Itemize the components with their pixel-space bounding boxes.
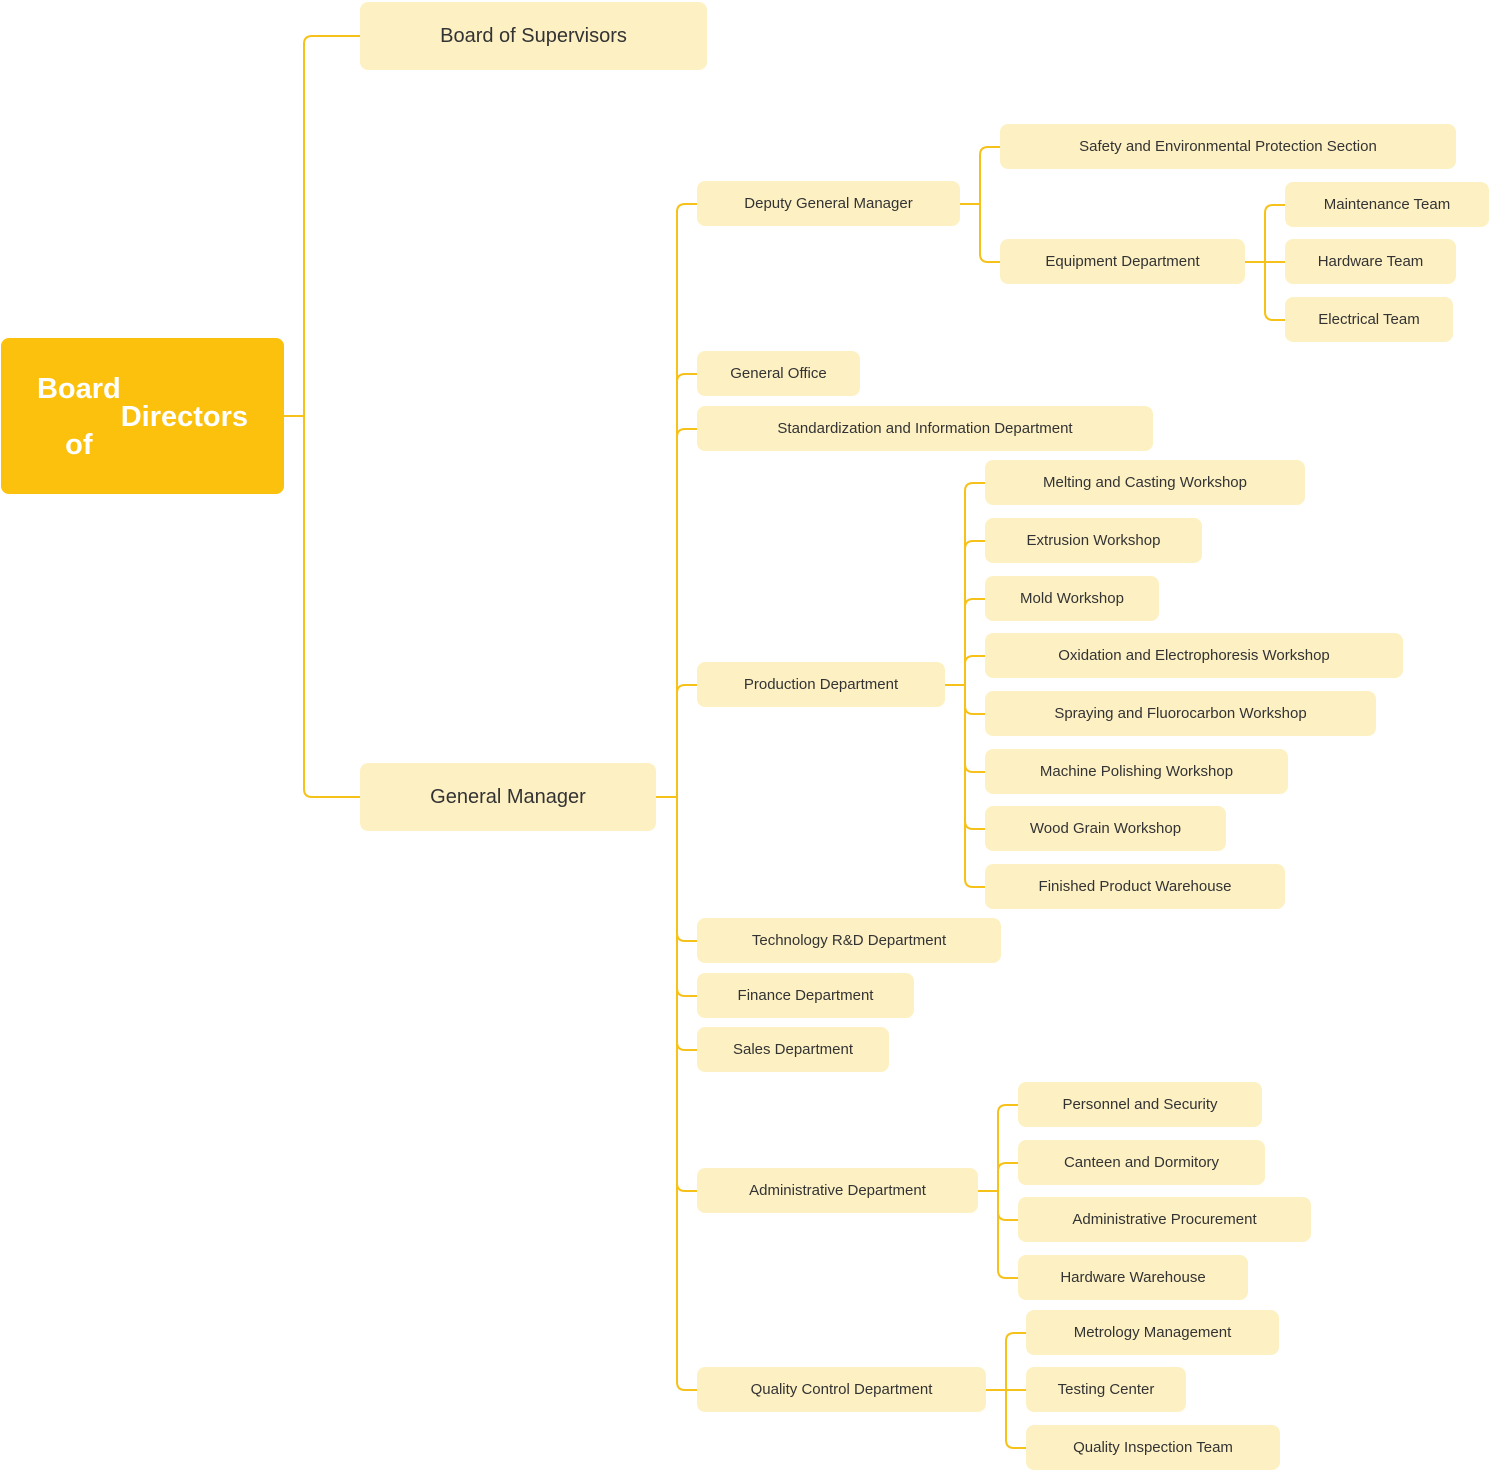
connector-root-branch-0	[303, 35, 360, 416]
node-sales-department: Sales Department	[697, 1027, 889, 1072]
node-general-manager: General Manager	[360, 763, 656, 831]
node-hardware-warehouse: Hardware Warehouse	[1018, 1255, 1248, 1300]
node-deputy-general-manager: Deputy General Manager	[697, 181, 960, 226]
connector-deputy-branch-0	[979, 146, 1000, 204]
connector-gm-branch-8	[676, 797, 697, 1391]
node-metrology-management: Metrology Management	[1026, 1310, 1279, 1355]
connector-administrative-branch-3	[997, 1191, 1018, 1279]
node-electrical-team: Electrical Team	[1285, 297, 1453, 342]
node-testing-center: Testing Center	[1026, 1367, 1186, 1412]
connector-production-branch-1	[964, 540, 985, 685]
node-machine-polishing-workshop: Machine Polishing Workshop	[985, 749, 1288, 794]
connector-administrative-branch-0	[997, 1104, 1018, 1191]
node-technology-rd-department: Technology R&D Department	[697, 918, 1001, 963]
node-production-department: Production Department	[697, 662, 945, 707]
node-equipment-department: Equipment Department	[1000, 239, 1245, 284]
node-spraying-fluorocarbon-workshop: Spraying and Fluorocarbon Workshop	[985, 691, 1376, 736]
connector-gm-branch-6	[676, 797, 697, 1051]
connector-gm-branch-2	[676, 428, 697, 797]
node-personnel-security: Personnel and Security	[1018, 1082, 1262, 1127]
node-hardware-team: Hardware Team	[1285, 239, 1456, 284]
connector-production-branch-5	[964, 685, 985, 773]
connector-equipment-branch-0	[1264, 204, 1285, 262]
node-board-of-supervisors: Board of Supervisors	[360, 2, 707, 70]
node-finished-product-warehouse: Finished Product Warehouse	[985, 864, 1285, 909]
connector-equipment-branch-2	[1264, 262, 1285, 321]
connector-production-branch-7	[964, 685, 985, 888]
connector-production-branch-4	[964, 685, 985, 715]
node-finance-department: Finance Department	[697, 973, 914, 1018]
node-melting-casting-workshop: Melting and Casting Workshop	[985, 460, 1305, 505]
root-label-line-1: Board of	[36, 373, 121, 461]
node-maintenance-team: Maintenance Team	[1285, 182, 1489, 227]
node-mold-workshop: Mold Workshop	[985, 576, 1159, 621]
connector-gm-branch-4	[676, 797, 697, 942]
connector-production-branch-2	[964, 598, 985, 685]
node-wood-grain-workshop: Wood Grain Workshop	[985, 806, 1226, 851]
connector-administrative-branch-2	[997, 1191, 1018, 1221]
connector-production-branch-3	[964, 655, 985, 685]
node-canteen-dormitory: Canteen and Dormitory	[1018, 1140, 1265, 1185]
node-quality-inspection-team: Quality Inspection Team	[1026, 1425, 1280, 1470]
connector-production-branch-0	[964, 482, 985, 685]
node-standardization-information: Standardization and Information Departme…	[697, 406, 1153, 451]
root-label-line-2: Directors	[120, 401, 249, 433]
connector-gm-branch-1	[676, 373, 697, 797]
connector-root-branch-1	[303, 416, 360, 798]
connector-gm-branch-5	[676, 797, 697, 997]
connector-production-branch-6	[964, 685, 985, 830]
node-extrusion-workshop: Extrusion Workshop	[985, 518, 1202, 563]
node-oxidation-electrophoresis-workshop: Oxidation and Electrophoresis Workshop	[985, 633, 1403, 678]
connector-quality-branch-2	[1005, 1390, 1026, 1449]
connector-administrative-branch-1	[997, 1162, 1018, 1191]
connector-deputy-branch-1	[979, 204, 1000, 263]
connector-gm-branch-0	[676, 203, 697, 797]
node-safety-environmental: Safety and Environmental Protection Sect…	[1000, 124, 1456, 169]
node-quality-control-department: Quality Control Department	[697, 1367, 986, 1412]
node-administrative-procurement: Administrative Procurement	[1018, 1197, 1311, 1242]
node-general-office: General Office	[697, 351, 860, 396]
connector-quality-branch-0	[1005, 1332, 1026, 1390]
node-administrative-department: Administrative Department	[697, 1168, 978, 1213]
connector-gm-branch-3	[676, 684, 697, 797]
